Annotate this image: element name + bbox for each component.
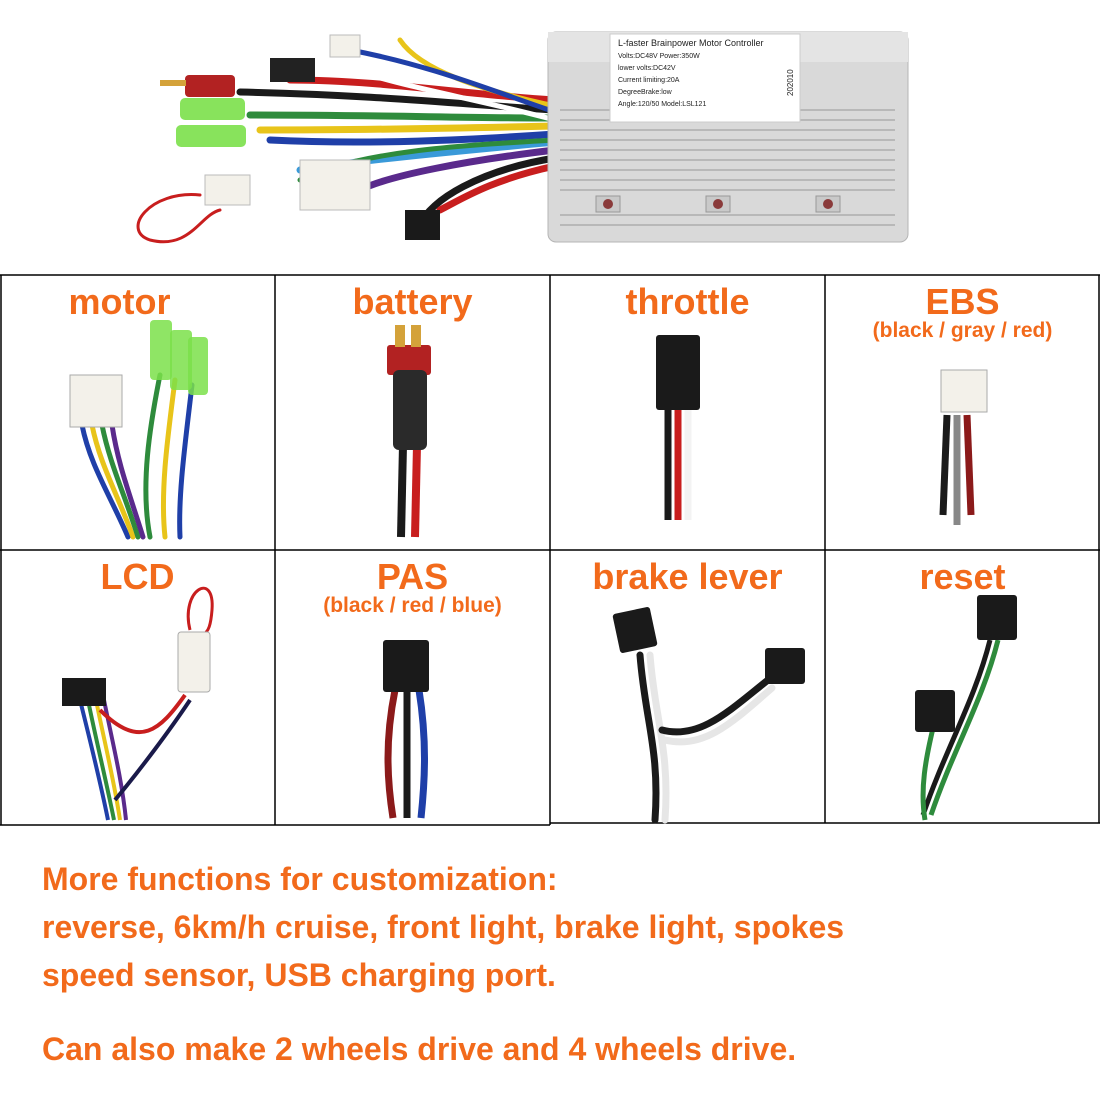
controller-label-line: Current limiting:20A (618, 77, 680, 84)
controller-photo: L-faster Brainpower Motor Controller Vol… (136, 31, 909, 244)
feature-notes: More functions for customization: revers… (42, 855, 844, 1073)
connector-cell-battery: battery (275, 275, 550, 550)
connector-cell-ebs: EBS (black / gray / red) (825, 275, 1100, 550)
controller-label-line: Angle:120/50 Model:LSL121 (618, 101, 706, 108)
throttle-connector-image (656, 335, 700, 520)
reset-connector-image (915, 595, 1017, 821)
motor-connector-image (69, 320, 208, 540)
battery-connector-image (387, 325, 431, 538)
notes-line: speed sensor, USB charging port. (42, 957, 556, 993)
pas-connector-image (383, 640, 429, 819)
connector-label: reset (919, 556, 1006, 597)
connector-label: motor (68, 281, 171, 322)
connector-cell-reset: reset (825, 550, 1100, 825)
ebs-connector-image (939, 369, 988, 525)
controller-box: L-faster Brainpower Motor Controller Vol… (547, 31, 909, 243)
connector-sublabel: (black / red / blue) (323, 594, 502, 617)
controller-label-line: DegreeBrake:low (618, 89, 673, 96)
brake-lever-connector-image (612, 607, 805, 824)
notes-footer: Can also make 2 wheels drive and 4 wheel… (42, 1031, 797, 1067)
notes-heading: More functions for customization: (42, 861, 558, 897)
controller-date-code: 202010 (786, 69, 795, 96)
connector-label: EBS (925, 281, 1000, 322)
connector-label: PAS (376, 556, 449, 597)
connector-label: battery (352, 281, 473, 322)
connector-sublabel: (black / gray / red) (872, 319, 1053, 342)
notes-line: reverse, 6km/h cruise, front light, brak… (42, 909, 845, 945)
connector-cell-lcd: LCD (0, 550, 275, 825)
connector-cell-motor: motor (0, 275, 275, 550)
connector-label: brake lever (592, 556, 783, 597)
connector-cell-throttle: throttle (550, 275, 825, 550)
controller-label-line: lower volts:DC42V (618, 65, 676, 72)
connector-cell-brake-lever: brake lever (550, 550, 825, 825)
connector-label: throttle (625, 281, 750, 322)
connector-label: LCD (100, 556, 175, 597)
controller-label-line: L-faster Brainpower Motor Controller (618, 38, 764, 48)
harness-connectors (160, 34, 440, 240)
lcd-connector-image (62, 586, 214, 821)
connector-cell-pas: PAS (black / red / blue) (275, 550, 550, 825)
controller-label-line: Volts:DC48V Power:350W (618, 53, 700, 60)
